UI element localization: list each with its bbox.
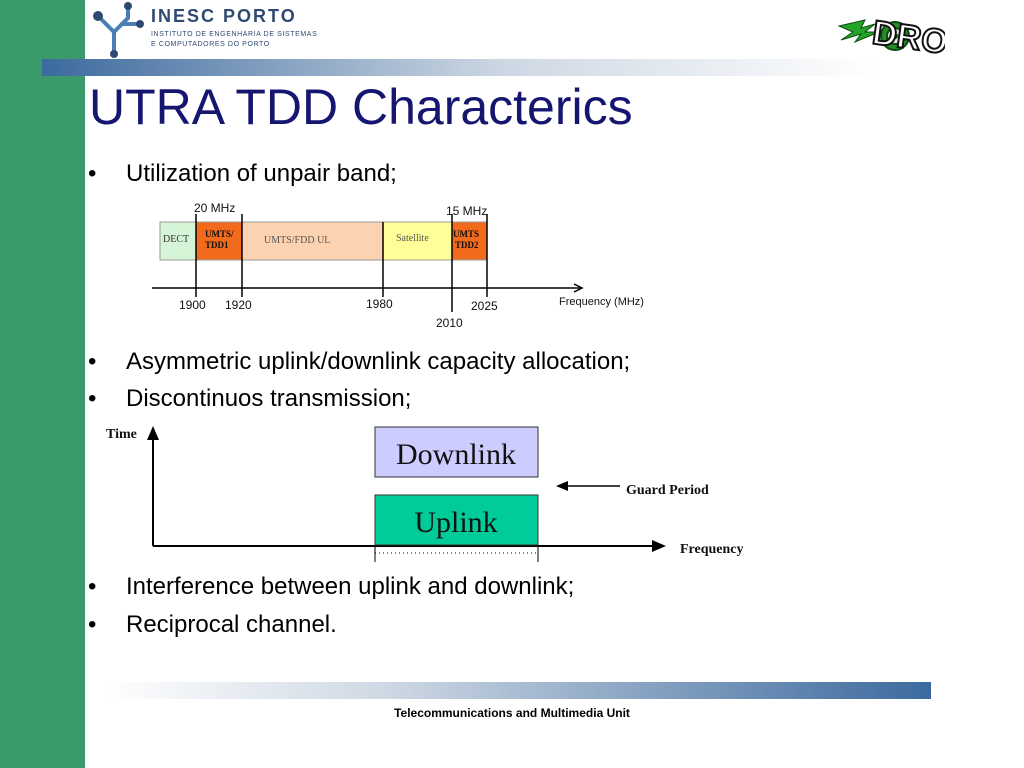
band-umts-tdd1: [195, 221, 243, 261]
bullet-text: Asymmetric uplink/downlink capacity allo…: [126, 348, 631, 375]
footer-gradient-band: [103, 682, 931, 699]
tick-2025: 2025: [471, 299, 498, 313]
bullet-text: Utilization of unpair band;: [126, 160, 397, 187]
arrow-up-icon: [147, 426, 159, 440]
arrow-left-icon: [556, 481, 568, 491]
org-line-1: INSTITUTO DE ENGENHARIA DE SISTEMAS: [151, 31, 318, 38]
bandwidth-label-15mhz: 15 MHz: [446, 204, 487, 218]
band-umts-fdd-ul: [241, 221, 384, 261]
footer-bar: Telecommunications and Multimedia Unit: [0, 706, 1024, 720]
band-label-umts-tdd2-a: UMTS: [453, 229, 479, 239]
slide-title: UTRA TDD Characterics: [89, 79, 633, 135]
bullet-dot: •: [88, 573, 97, 600]
band-umts-tdd2: [451, 221, 488, 261]
bullet-text: Interference between uplink and downlink…: [126, 573, 575, 600]
arrow-right-icon: [652, 540, 666, 552]
uplink-box: [374, 494, 539, 546]
tick-1980: 1980: [366, 297, 393, 311]
frequency-axis-label-2: Frequency: [680, 542, 744, 557]
drows-logo: DROWS: [835, 2, 1005, 70]
bullet-dot: •: [88, 385, 97, 412]
downlink-box: [374, 426, 539, 478]
drows-logo-text: DROWS: [870, 14, 945, 64]
dart-icon: [837, 19, 910, 51]
band-label-umts-tdd1-b: TDD1: [205, 240, 229, 250]
downlink-label: Downlink: [396, 438, 516, 471]
bullet-dot: •: [88, 160, 97, 187]
band-dect: [159, 221, 197, 261]
arrow-right-icon: [573, 283, 584, 293]
band-label-dect: DECT: [163, 234, 189, 245]
header-gradient-band: [42, 59, 877, 76]
bullet-item: • Utilization of unpair band;: [88, 160, 397, 188]
bullet-dot: •: [88, 611, 97, 638]
footer-text: Telecommunications and Multimedia Unit: [394, 706, 630, 720]
band-label-umts-tdd2-b: TDD2: [455, 240, 479, 250]
time-axis-label: Time: [106, 427, 137, 442]
bullet-dot: •: [88, 348, 97, 375]
guard-period-label: Guard Period: [626, 483, 709, 498]
circuit-logo-icon: [93, 2, 144, 58]
bullet-item: • Discontinuos transmission;: [88, 385, 411, 413]
uplink-label: Uplink: [414, 506, 497, 539]
inesc-porto-logo: INESC PORTO INSTITUTO DE ENGENHARIA DE S…: [88, 2, 317, 58]
tick-1900: 1900: [179, 298, 206, 312]
org-line-2: E COMPUTADORES DO PORTO: [151, 41, 270, 48]
side-accent-bar: [0, 0, 85, 768]
bullet-item: • Interference between uplink and downlin…: [88, 573, 574, 601]
tick-1920: 1920: [225, 298, 252, 312]
bullet-text: Reciprocal channel.: [126, 611, 337, 638]
tick-2010: 2010: [436, 316, 463, 330]
bullet-item: • Reciprocal channel.: [88, 611, 337, 639]
bandwidth-label-20mhz: 20 MHz: [194, 201, 235, 215]
frequency-axis-label: Frequency (MHz): [559, 296, 644, 308]
band-label-umts-fdd-ul: UMTS/FDD UL: [264, 235, 330, 246]
org-name: INESC PORTO: [151, 6, 297, 26]
bullet-text: Discontinuos transmission;: [126, 385, 412, 412]
bullet-item: • Asymmetric uplink/downlink capacity all…: [88, 348, 630, 376]
band-satellite: [382, 221, 453, 261]
band-label-satellite: Satellite: [396, 233, 429, 244]
band-label-umts-tdd1-a: UMTS/: [205, 229, 234, 239]
